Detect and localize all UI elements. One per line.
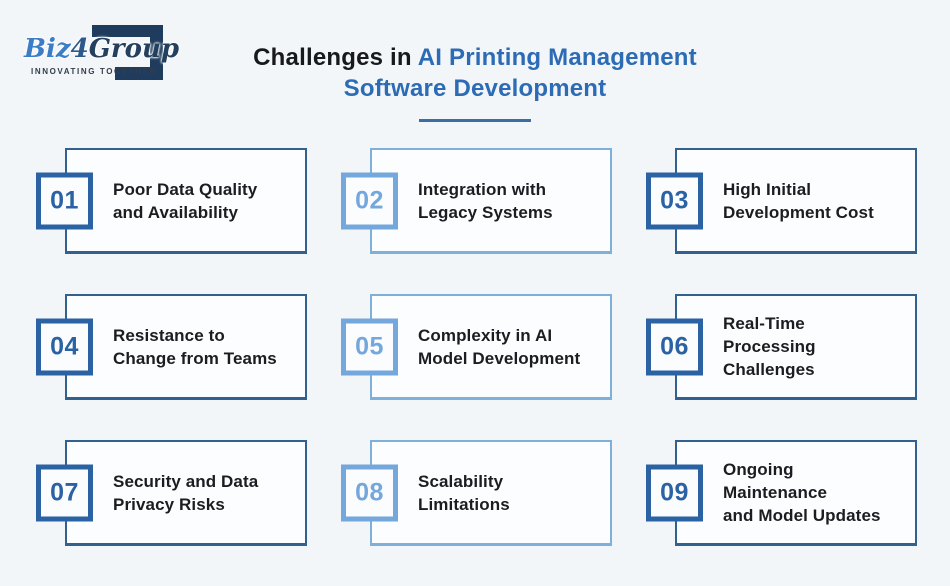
page-title: Challenges in AI Printing Management Sof… [0,42,950,122]
card-number-badge: 02 [341,172,398,229]
card-label: Integration with Legacy Systems [418,179,553,222]
challenge-card-01: 01 Poor Data Quality and Availability [36,148,307,254]
logo-brand-text: Biz4Group [24,34,179,64]
logo-tagline: INNOVATING TOGETHER [31,67,157,76]
challenge-card-04: 04 Resistance to Change from Teams [36,294,307,400]
page-title-highlight: AI Printing Management [417,44,697,71]
card-number-badge: 03 [646,172,703,229]
challenge-card-02: 02 Integration with Legacy Systems [341,148,612,254]
logo-brand-4: 4 [70,34,89,64]
challenge-card-07: 07 Security and Data Privacy Risks [36,440,307,546]
page-title-line1: Challenges in AI Printing Management [0,42,950,73]
card-label: Scalability Limitations [418,471,510,514]
page-title-line2: Software Development [343,75,607,102]
card-number-badge: 07 [36,464,93,521]
card-number-badge: 09 [646,464,703,521]
card-label: Ongoing Maintenance and Model Updates [723,460,881,525]
challenge-card-06: 06 Real-Time Processing Challenges [646,294,917,400]
card-number-badge: 05 [341,318,398,375]
card-number-badge: 06 [646,318,703,375]
logo-brand-biz: Biz [24,34,71,64]
card-label: Resistance to Change from Teams [113,325,277,368]
card-number-badge: 04 [36,318,93,375]
page-title-prefix: Challenges in [253,44,418,71]
card-label: Real-Time Processing Challenges [723,314,816,379]
challenge-card-05: 05 Complexity in AI Model Development [341,294,612,400]
biz4group-logo: Biz4Group INNOVATING TOGETHER [22,18,179,86]
card-label: High Initial Development Cost [723,179,874,222]
title-underline [419,119,531,122]
challenge-card-03: 03 High Initial Development Cost [646,148,917,254]
logo-brand-group: Group [88,34,180,64]
challenge-card-08: 08 Scalability Limitations [341,440,612,546]
logo-bracket-icon [92,25,163,80]
challenge-card-09: 09 Ongoing Maintenance and Model Updates [646,440,917,546]
card-label: Poor Data Quality and Availability [113,179,258,222]
card-number-badge: 08 [341,464,398,521]
card-label: Complexity in AI Model Development [418,325,581,368]
card-label: Security and Data Privacy Risks [113,471,259,514]
card-number-badge: 01 [36,172,93,229]
challenges-grid: 01 Poor Data Quality and Availability 02… [36,148,917,546]
